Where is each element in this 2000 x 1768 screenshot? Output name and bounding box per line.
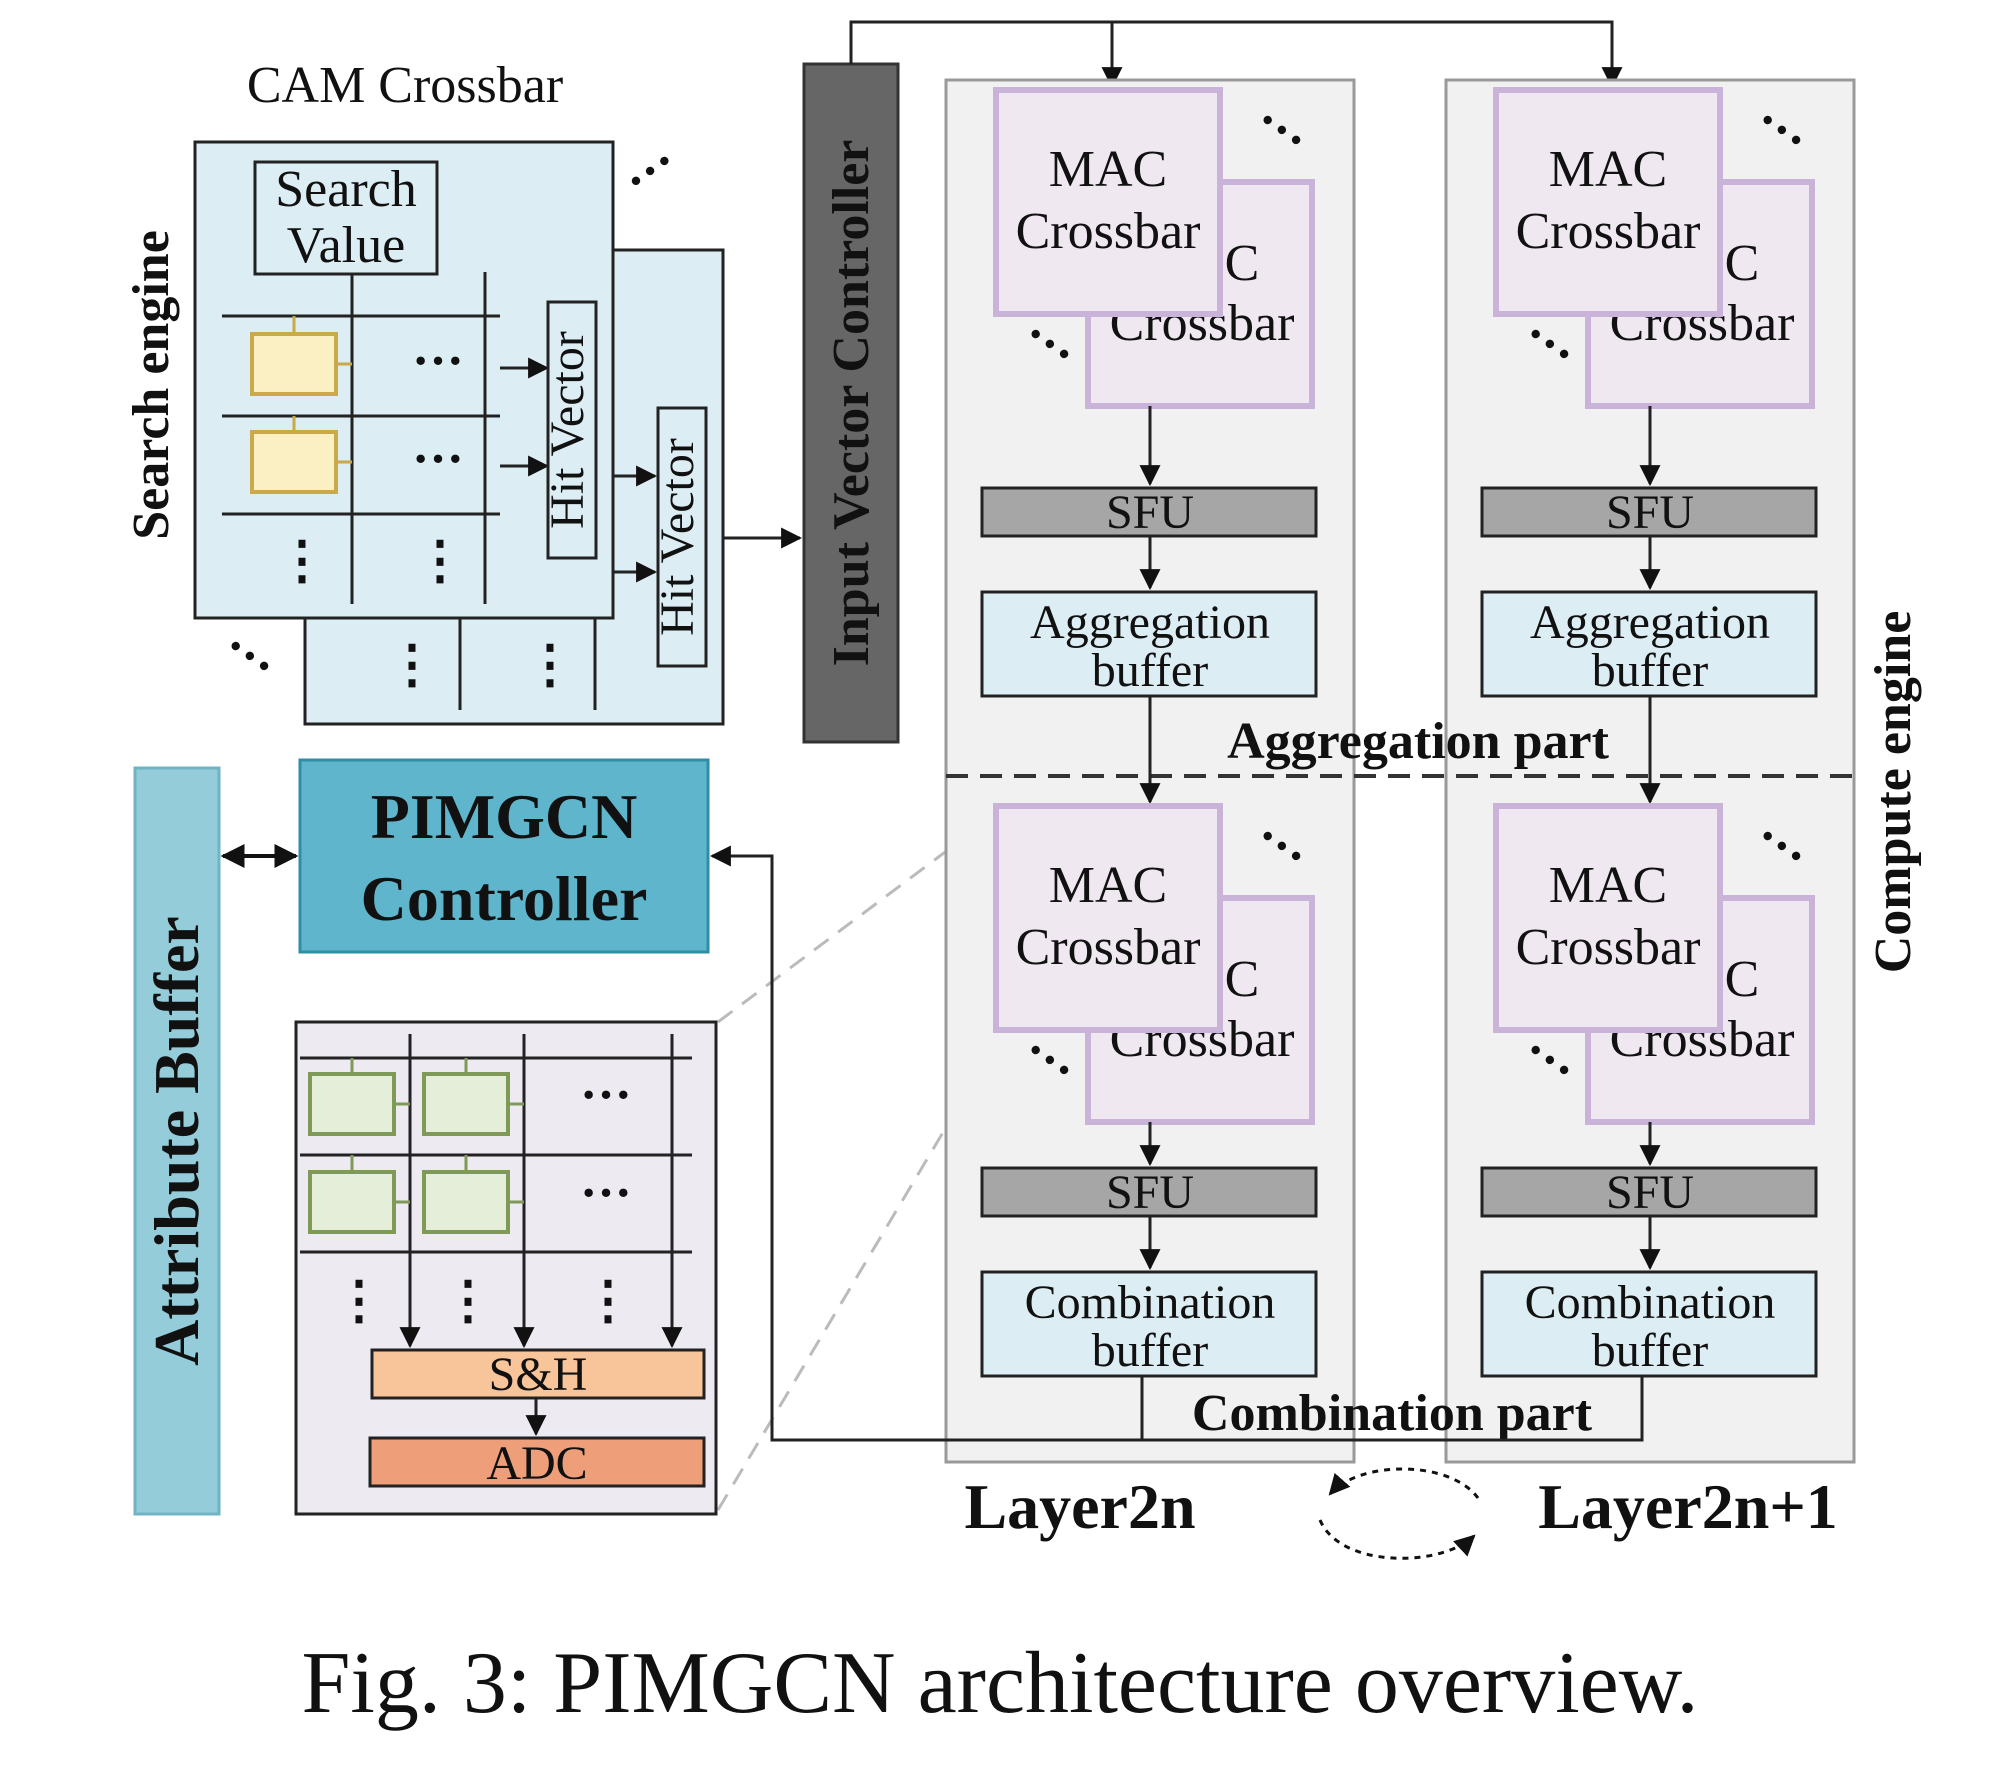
combination-buffer-label-line2: buffer <box>1092 1324 1208 1377</box>
search-value-line1: Search <box>275 161 416 218</box>
pimgcn-controller-line1: PIMGCN <box>371 781 638 852</box>
hit-vector-back <box>656 406 708 668</box>
aggregation-buffer <box>980 590 1318 698</box>
mac-front-label-line2: Crossbar <box>1516 203 1701 260</box>
compute-engine-label: Compute engine <box>1865 611 1922 974</box>
layer-label-right: Layer2n+1 <box>1538 1471 1838 1542</box>
crossbar-cell <box>422 1170 510 1234</box>
combination-part-label: Combination part <box>1192 1385 1593 1442</box>
combination-buffer <box>1480 1270 1818 1378</box>
input-vector-controller-label: Input Vector Controller <box>823 140 880 667</box>
aggregation-part-label: Aggregation part <box>1227 713 1609 770</box>
aggregation-buffer <box>1480 590 1818 698</box>
vertical-ellipsis: ⋮ <box>442 1273 494 1330</box>
mac-crossbar-front <box>993 87 1223 317</box>
sfu-label: SFU <box>1606 1166 1694 1219</box>
search-value-line2: Value <box>287 217 405 274</box>
mac-back-label-line1: C <box>1725 951 1760 1008</box>
compute-unit-aggregation: CCrossbarMACCrossbar······SFUAggregation… <box>1480 87 1819 805</box>
mac-front-label-line1: MAC <box>1049 141 1167 198</box>
sfu-box <box>980 486 1318 538</box>
mac-back-label-line1: C <box>1725 235 1760 292</box>
sfu-box <box>1480 486 1818 538</box>
diagonal-ellipsis: ··· <box>613 133 688 210</box>
mac-front-label-line2: Crossbar <box>1016 919 1201 976</box>
attribute-buffer: Attribute Buffer <box>133 766 221 1516</box>
alternate-layer-arrow-top <box>1328 1467 1480 1499</box>
mac-front-label-line2: Crossbar <box>1516 919 1701 976</box>
sample-hold-box <box>370 1348 706 1400</box>
hit-vector-back-label: Hit Vector <box>651 438 704 636</box>
sfu-box <box>1480 1166 1818 1218</box>
horizontal-ellipsis: ··· <box>580 1165 632 1222</box>
hit-vector-front-label: Hit Vector <box>541 331 594 529</box>
layer-label-left: Layer2n <box>964 1471 1195 1542</box>
sfu-label: SFU <box>1606 486 1694 539</box>
mac-front-label-line1: MAC <box>1549 141 1667 198</box>
sfu-box <box>980 1166 1318 1218</box>
figure-caption: Fig. 3: PIMGCN architecture overview. <box>301 1635 1698 1732</box>
feedback-path <box>709 845 1144 1442</box>
vertical-ellipsis: ⋮ <box>524 637 576 694</box>
adc-box <box>368 1436 706 1488</box>
vertical-ellipsis: ⋮ <box>414 533 466 590</box>
horizontal-ellipsis: ··· <box>412 431 464 488</box>
cam-crossbar-title: CAM Crossbar <box>247 57 563 114</box>
pimgcn-controller-line2: Controller <box>361 863 648 934</box>
aggregation-buffer-label-line2: buffer <box>1092 644 1208 697</box>
horizontal-ellipsis: ··· <box>412 333 464 390</box>
combination-buffer <box>980 1270 1318 1378</box>
detail-crossbar: ··· ··· ⋮ ⋮ ⋮ S&H ADC <box>294 806 1006 1516</box>
vertical-ellipsis: ⋮ <box>582 1273 634 1330</box>
combination-buffer-label-line1: Combination <box>1525 1276 1776 1329</box>
mac-front-label-line1: MAC <box>1549 857 1667 914</box>
aggregation-buffer-label-line1: Aggregation <box>1530 596 1770 649</box>
search-engine-label: Search engine <box>123 230 180 540</box>
diagonal-ellipsis: ··· <box>212 618 287 695</box>
crossbar-cell <box>422 1072 510 1136</box>
mac-crossbar-front <box>1493 803 1723 1033</box>
hit-vector-front <box>546 300 598 560</box>
compute-engine: Compute engine Aggregation part Combinat… <box>709 78 1922 1560</box>
vertical-ellipsis: ⋮ <box>276 533 328 590</box>
sample-hold-label: S&H <box>489 1348 588 1401</box>
adc-label: ADC <box>486 1437 587 1490</box>
combination-buffer-label-line2: buffer <box>1592 1324 1708 1377</box>
cam-cell <box>250 332 338 396</box>
search-engine: CAM Crossbar Search engine ⋮ ⋮ Hit Vecto… <box>123 57 803 726</box>
compute-unit-combination: CCrossbarMACCrossbar······SFUCombination… <box>1480 803 1819 1378</box>
sfu-label: SFU <box>1106 486 1194 539</box>
aggregation-buffer-label-line1: Aggregation <box>1030 596 1270 649</box>
mac-back-label-line1: C <box>1225 235 1260 292</box>
mac-crossbar-front <box>993 803 1223 1033</box>
cam-cell <box>250 430 338 494</box>
sfu-label: SFU <box>1106 1166 1194 1219</box>
crossbar-cell <box>308 1072 396 1136</box>
input-vector-controller: Input Vector Controller <box>802 20 1623 744</box>
alternate-layer-arrow-bottom <box>1318 1519 1476 1560</box>
horizontal-ellipsis: ··· <box>580 1067 632 1124</box>
aggregation-buffer-label-line2: buffer <box>1592 644 1708 697</box>
mac-front-label-line1: MAC <box>1049 857 1167 914</box>
attribute-buffer-label: Attribute Buffer <box>141 916 212 1366</box>
pimgcn-controller: PIMGCN Controller <box>298 758 710 954</box>
mac-front-label-line2: Crossbar <box>1016 203 1201 260</box>
combination-buffer-label-line1: Combination <box>1025 1276 1276 1329</box>
vertical-ellipsis: ⋮ <box>386 637 438 694</box>
mac-back-label-line1: C <box>1225 951 1260 1008</box>
crossbar-cell <box>308 1170 396 1234</box>
mac-crossbar-front <box>1493 87 1723 317</box>
search-value-box <box>253 160 439 276</box>
vertical-ellipsis: ⋮ <box>333 1273 385 1330</box>
